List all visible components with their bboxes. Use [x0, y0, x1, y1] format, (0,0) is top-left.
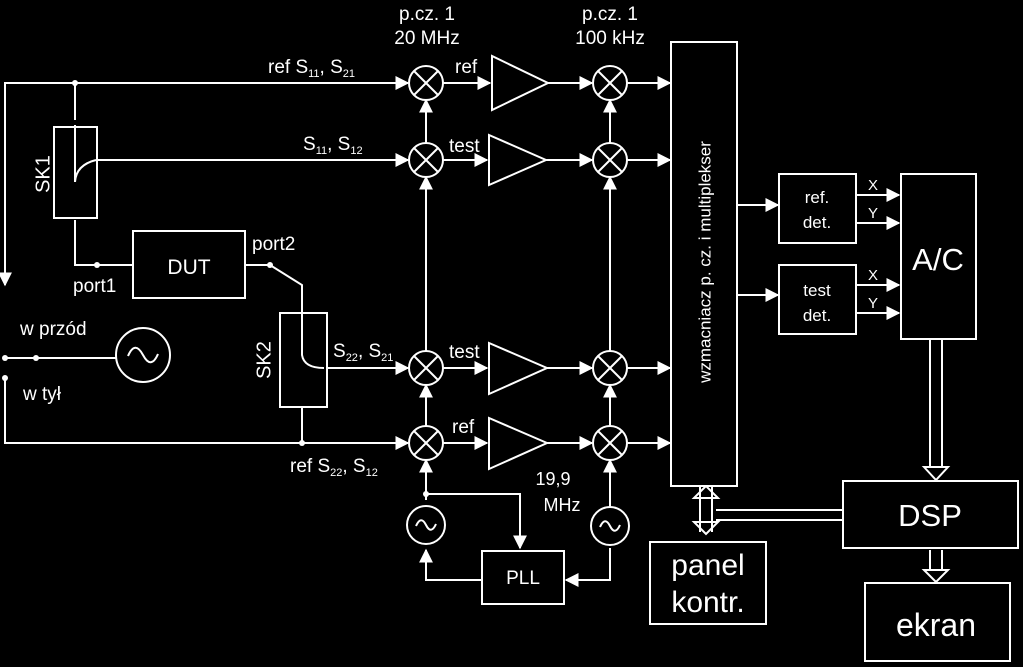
amplifier-test1: [488, 133, 549, 187]
ref-label-1: ref: [455, 57, 478, 78]
control-panel-label-2: kontr.: [671, 586, 744, 619]
forward-label: w przód: [19, 319, 87, 340]
ac-converter-label: A/C: [912, 242, 964, 277]
mixer-test1-20mhz: [408, 142, 444, 178]
mixer-test2-100khz: [592, 350, 628, 386]
lo2-freq-label-2: MHz: [544, 495, 581, 515]
lo2-freq-label-1: 19,9: [535, 469, 570, 489]
mixer-ref2-20mhz: [408, 425, 444, 461]
control-panel-box: [649, 541, 767, 625]
ref-s22-s12-label: ref S22, S12: [290, 456, 378, 479]
ref-det-label-1: ref.: [805, 188, 830, 207]
test-y-label: Y: [868, 295, 878, 312]
ref-y-label: Y: [868, 205, 878, 222]
ref-det-label-2: det.: [803, 213, 831, 232]
if1-100khz-label-1: p.cz. 1: [582, 4, 638, 25]
if1-20mhz-label-2: 20 MHz: [394, 28, 459, 49]
mixer-test1-100khz: [592, 142, 628, 178]
mixer-ref1-20mhz: [408, 65, 444, 101]
test-det-label-2: det.: [803, 306, 831, 325]
dsp-box: [842, 480, 1019, 549]
test-x-label: X: [868, 267, 878, 284]
dut-box: [132, 230, 246, 299]
coupler-sk2: [279, 312, 328, 408]
sk1-label: SK1: [32, 155, 54, 193]
mixer-test2-20mhz: [408, 350, 444, 386]
dsp-label: DSP: [898, 498, 962, 533]
amplifier-test2: [488, 341, 550, 396]
s22-s21-label: S22, S21: [333, 341, 393, 364]
oscillator-lo2-icon: [590, 506, 630, 546]
reverse-label: w tył: [22, 384, 62, 405]
amp-multiplexer-box: [670, 41, 738, 487]
coupler-sk1: [53, 125, 98, 219]
dut-label: DUT: [167, 256, 210, 279]
pll-box: [481, 550, 565, 605]
if1-20mhz-label-1: p.cz. 1: [399, 4, 455, 25]
s11-s12-label: S11, S12: [303, 134, 363, 157]
ref-det-box: [778, 173, 857, 244]
screen-label: ekran: [896, 607, 976, 643]
test-det-label-1: test: [803, 281, 831, 300]
signal-source-icon: [115, 327, 171, 383]
ref-x-label: X: [868, 177, 878, 194]
port2-label: port2: [252, 234, 295, 255]
ref-label-2: ref: [452, 417, 475, 438]
control-panel-label-1: panel: [671, 549, 744, 582]
test-label-1: test: [449, 136, 480, 157]
test-label-2: test: [449, 342, 480, 363]
ref-s11-s21-label: ref S11, S21: [268, 57, 355, 80]
amp-multiplexer-label: wzmacniacz p. cz. i multiplekser: [695, 141, 714, 384]
amplifier-ref1: [491, 54, 551, 112]
pll-label: PLL: [506, 568, 540, 589]
amplifier-ref2: [488, 416, 550, 471]
port1-label: port1: [73, 276, 116, 297]
if1-100khz-label-2: 100 kHz: [575, 28, 645, 49]
screen-box: [864, 582, 1011, 662]
test-det-box: [778, 264, 857, 335]
mixer-ref2-100khz: [592, 425, 628, 461]
oscillator-lo1-icon: [406, 505, 446, 545]
mixer-ref1-100khz: [592, 65, 628, 101]
sk2-label: SK2: [253, 341, 275, 379]
ac-converter-box: [900, 173, 977, 340]
